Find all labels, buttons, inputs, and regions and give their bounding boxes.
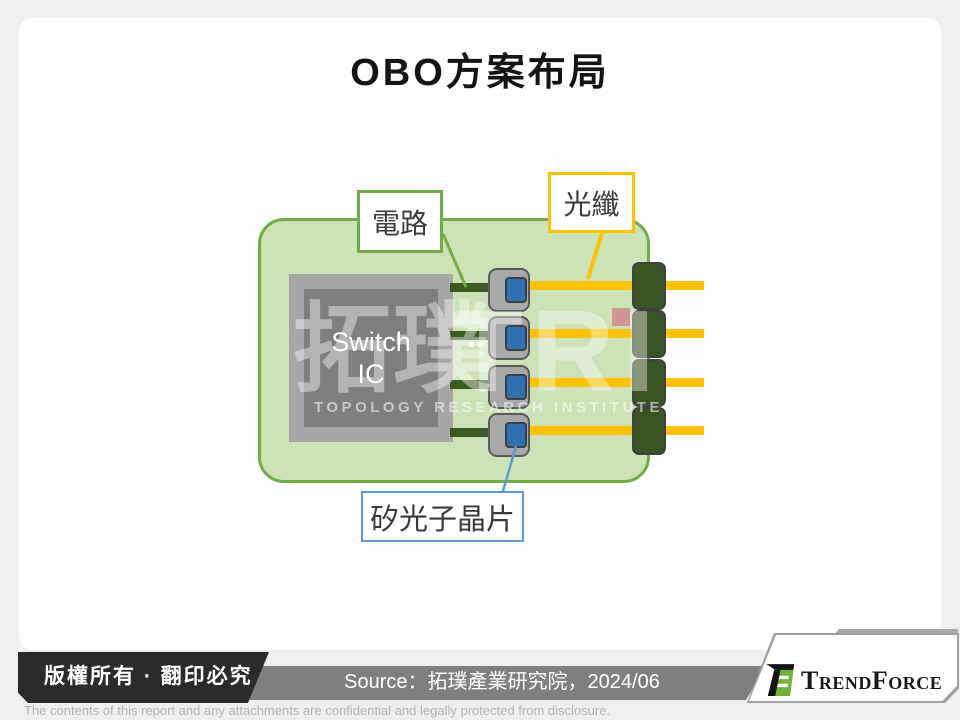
silicon-photonics-callout-label: 矽光子晶片 <box>369 503 515 536</box>
confidentiality-disclaimer: The contents of this report and any atta… <box>24 703 611 718</box>
trendforce-logo-text: TrendForce <box>801 666 943 695</box>
switch-ic-label-line2: IC <box>357 359 385 389</box>
slide-title: OBO方案布局 <box>350 52 610 94</box>
pink-marker <box>612 308 630 326</box>
switch-ic-die: Switch IC <box>304 289 438 427</box>
silicon-photonics-callout: 矽光子晶片 <box>361 491 524 542</box>
switch-ic-label-line1: Switch <box>331 326 411 357</box>
source-text: Source：拓璞產業研究院，2024/06 <box>344 671 660 693</box>
ellipsis-dot <box>478 342 483 347</box>
trendforce-logo-icon <box>766 664 795 696</box>
circuit-callout-label: 電路 <box>371 207 428 239</box>
circuit-callout: 電路 <box>357 190 443 253</box>
fiber-callout: 光纖 <box>548 172 635 233</box>
copyright-banner: 版權所有 · 翻印必究 <box>18 652 269 703</box>
logo-black-bar <box>766 664 795 670</box>
logo-black-stem <box>767 669 781 696</box>
copyright-text: 版權所有 · 翻印必究 <box>44 665 253 688</box>
fiber-callout-label: 光纖 <box>563 188 620 220</box>
logo-white-slit <box>776 675 790 680</box>
source-bar: Source：拓璞產業研究院，2024/06 <box>238 666 766 700</box>
ellipsis-dot <box>469 342 474 347</box>
logo-white-slit <box>775 683 789 688</box>
